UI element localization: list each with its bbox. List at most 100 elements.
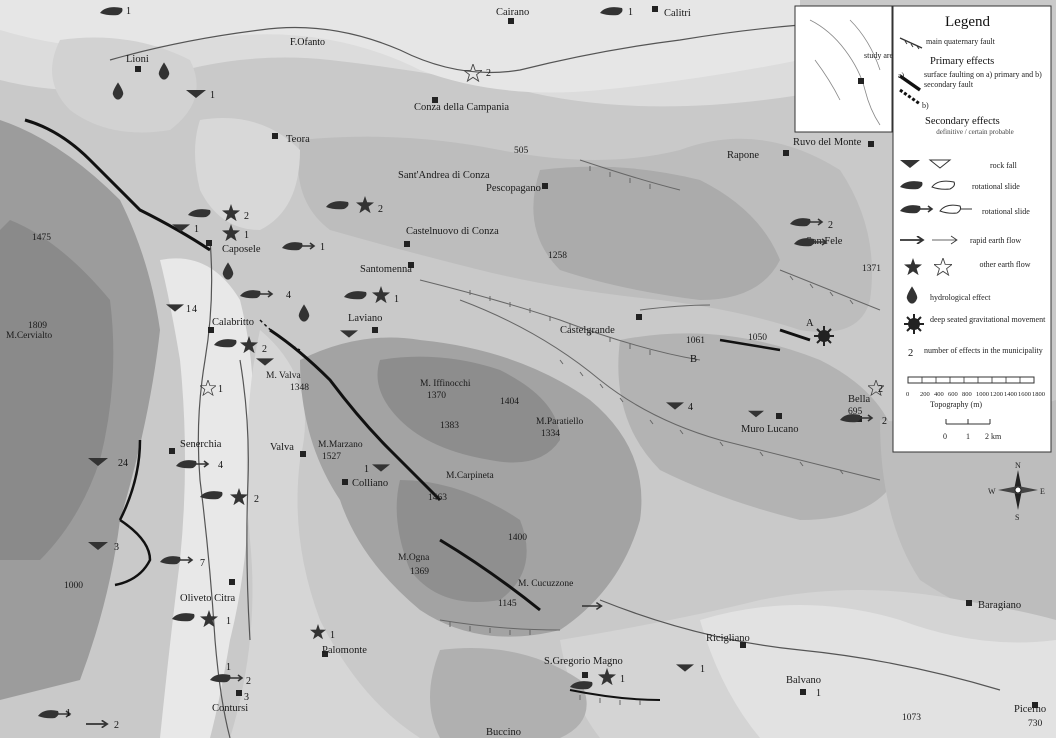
- count-caposele-1: 2: [244, 211, 249, 222]
- count-palomonte: 1: [330, 630, 335, 641]
- town-calabritto: Calabritto: [212, 317, 254, 328]
- count-contursi: 2: [246, 676, 251, 687]
- count-contursi-3: 3: [244, 692, 249, 703]
- town-caposele: Caposele: [222, 244, 261, 255]
- town-ricigliano: Ricigliano: [706, 633, 750, 644]
- river-label-ofanto: F.Ofanto: [290, 37, 325, 48]
- inset-map: study area: [794, 5, 897, 133]
- town-baragiano: Baragiano: [978, 600, 1021, 611]
- town-valva: Valva: [270, 442, 294, 453]
- peak-1000: 1000: [64, 581, 83, 591]
- peak-m-ifinocchi: M. Iffinocchi: [420, 378, 471, 389]
- count-calabritto-2: 1: [218, 384, 223, 395]
- topo-tick-0: 0: [906, 391, 909, 398]
- fault-lines: [24, 118, 881, 701]
- peak-730: 730: [1028, 719, 1043, 729]
- compass-s: S: [1015, 513, 1019, 522]
- peak-505: 505: [514, 146, 529, 156]
- peak-1348: 1348: [290, 383, 309, 393]
- town-calitri: Calitri: [664, 8, 691, 19]
- distance-label-0: 0: [943, 432, 947, 441]
- point-b-label: B: [690, 354, 697, 365]
- count-calabritto: 2: [262, 344, 267, 355]
- legend-slide-probable-icon: [931, 180, 955, 190]
- town-oliveto: Oliveto Citra: [180, 593, 235, 604]
- peak-1050: 1050: [748, 333, 767, 343]
- distance-label-2: 2 km: [985, 432, 1002, 441]
- town-castelnuovo: Castelnuovo di Conza: [406, 226, 499, 237]
- legend-number-box: number of effects in the municipality: [924, 346, 1043, 355]
- legend-rockfall-probable-icon: [928, 159, 952, 169]
- count-san-fele: 2: [828, 220, 833, 231]
- topo-tick-4: 800: [962, 391, 972, 398]
- town-laviano: Laviano: [348, 313, 382, 324]
- town-sgregorio: S.Gregorio Magno: [544, 656, 623, 667]
- legend-other-flow-box: other earth flow: [979, 260, 1030, 269]
- town-ruvo: Ruvo del Monte: [793, 137, 862, 148]
- peak-1258: 1258: [548, 251, 567, 261]
- legend-hydro: hydrological effect: [930, 293, 991, 302]
- peak-m-carpineta: M.Carpineta: [446, 471, 495, 481]
- topo-tick-3: 600: [948, 391, 958, 398]
- peak-1475: 1475: [32, 233, 51, 243]
- count-laviano: 1: [394, 294, 399, 305]
- peak-1463: 1463: [428, 493, 447, 503]
- town-rapone: Rapone: [727, 150, 759, 161]
- peak-m-valva: M. Valva: [266, 371, 301, 381]
- rivers: [109, 24, 1001, 738]
- count-santomenna: 2: [378, 204, 383, 215]
- count-caposele-5: 4: [286, 290, 291, 301]
- town-senerchia: Senerchia: [180, 439, 222, 450]
- distance-label-1: 1: [966, 432, 970, 441]
- inset-label: study area: [864, 51, 897, 60]
- compass-w: W: [988, 487, 996, 496]
- topography-scale-bar: [907, 376, 1035, 384]
- point-a-label: A: [806, 318, 814, 329]
- count-calabritto-3: 4: [192, 304, 197, 315]
- town-balvano: Balvano: [786, 675, 821, 686]
- peak-m-ogna: M.Ogna: [398, 553, 430, 563]
- count-contursi-2: 1: [226, 662, 231, 673]
- count-senerchia: 24: [118, 458, 128, 469]
- peak-1145: 1145: [498, 599, 517, 609]
- peak-695: 695: [848, 407, 863, 417]
- effect-symbols: [38, 7, 884, 728]
- peak-1404: 1404: [500, 397, 519, 407]
- count-oliveto: 7: [200, 558, 205, 569]
- count-lioni: 1: [210, 90, 215, 101]
- town-conza: Conza della Campania: [414, 102, 509, 113]
- legend-rockfall: rock fall: [990, 161, 1018, 170]
- count-caposele-4: 1: [186, 304, 191, 315]
- peak-m-marzano: M.Marzano: [318, 440, 363, 450]
- compass-rose-icon: [998, 470, 1038, 510]
- legend-main-fault: main quaternary fault: [926, 37, 996, 46]
- count-senerchia-3: 2: [254, 494, 259, 505]
- town-santomenna: Santomenna: [360, 264, 412, 275]
- topo-tick-5: 1000: [976, 391, 989, 398]
- legend-topography: Topography (m): [930, 400, 982, 409]
- count-caposele-3: 1: [320, 242, 325, 253]
- legend-primary-heading: Primary effects: [930, 56, 994, 67]
- legend-number-symbol: 2: [908, 348, 913, 359]
- legend-secondary-sub: definitive / certain probable: [936, 128, 1014, 136]
- topo-tick-7: 1400: [1004, 391, 1017, 398]
- count-caposele-2: 1: [244, 230, 249, 241]
- town-contursi: Contursi: [212, 703, 248, 714]
- effect-counts: 1 1 2 1 1 2 1 1 1 4 2 1 2 1 4 24 4 2 3 7…: [66, 6, 887, 731]
- town-bella: Bella: [848, 394, 870, 405]
- count-oliveto-2: 1: [226, 616, 231, 627]
- peak-1527: 1527: [322, 452, 341, 462]
- compass-e: E: [1040, 487, 1045, 496]
- town-muro: Muro Lucano: [741, 424, 798, 435]
- count-calitri: 1: [628, 7, 633, 18]
- peak-1369: 1369: [410, 567, 429, 577]
- legend-deep-icon: [904, 314, 924, 334]
- compass-n: N: [1015, 461, 1021, 470]
- topo-tick-9: 1800: [1032, 391, 1045, 398]
- count-senerchia-4: 3: [114, 542, 119, 553]
- legend-secondary-heading: Secondary effects: [925, 116, 1000, 127]
- count-bottom-left-1: 1: [66, 708, 71, 719]
- legend-primary-desc: surface faulting on a) primary and b) se…: [924, 70, 1042, 89]
- count-cairano: 2: [486, 68, 491, 79]
